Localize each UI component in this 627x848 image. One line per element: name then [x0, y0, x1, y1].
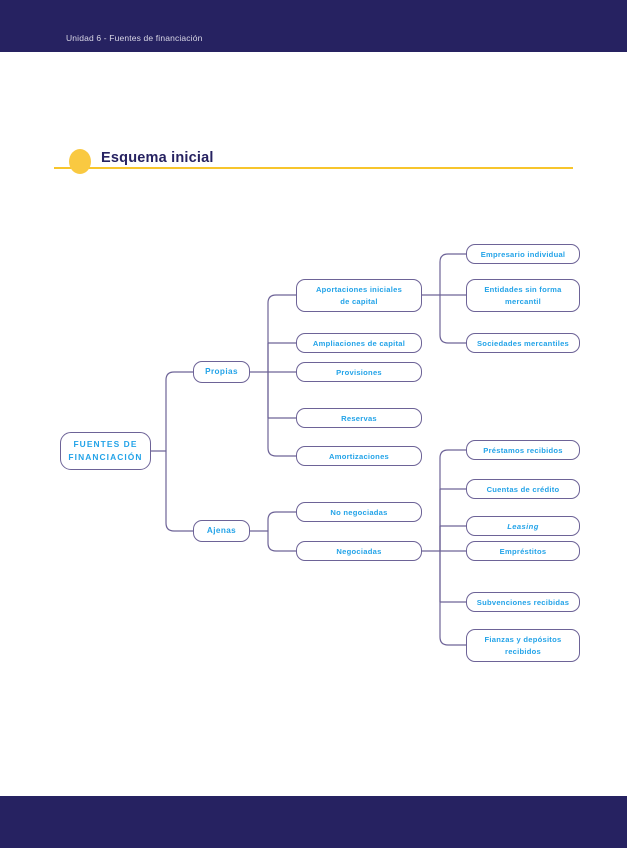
node-label: Cuentas de crédito: [486, 484, 560, 494]
node-subvenciones-recibidas[interactable]: Subvenciones recibidas: [466, 592, 580, 612]
node-label: Empresario individual: [480, 249, 566, 259]
node-empresario-individual[interactable]: Empresario individual: [466, 244, 580, 264]
node-ampliaciones-de-capital[interactable]: Ampliaciones de capital: [296, 333, 422, 353]
node-label: Amortizaciones: [328, 451, 390, 461]
root-label-line2: FINANCIACIÓN: [68, 452, 143, 462]
node-sociedades-mercantiles[interactable]: Sociedades mercantiles: [466, 333, 580, 353]
node-propias[interactable]: Propias: [193, 361, 250, 383]
node-leasing[interactable]: Leasing: [466, 516, 580, 536]
node-label: Provisiones: [336, 367, 382, 377]
node-label: Ampliaciones de capital: [312, 338, 406, 348]
node-label: Subvenciones recibidas: [476, 597, 570, 607]
node-label-line2: de capital: [340, 296, 378, 306]
section-heading: Esquema inicial: [0, 70, 627, 174]
node-label: Negociadas: [336, 546, 382, 556]
node-label-line1: Fianzas y depósitos: [484, 635, 562, 645]
branch-label-propias: Propias: [205, 367, 238, 377]
node-label-line1: Aportaciones iniciales: [315, 285, 403, 295]
node-label-line1: Entidades sin forma: [484, 285, 562, 295]
node-label: Préstamos recibidos: [483, 445, 563, 455]
node-fianzas-y-depositos-recibidos[interactable]: Fianzas y depósitos recibidos: [466, 629, 580, 662]
page-footer-bar: [0, 796, 627, 848]
node-label-line2: mercantil: [504, 296, 541, 306]
node-entidades-sin-forma-mercantil[interactable]: Entidades sin forma mercantil: [466, 279, 580, 312]
node-fuentes-de-financiacion[interactable]: FUENTES DE FINANCIACIÓN: [60, 432, 151, 470]
node-aportaciones-iniciales-de-capital[interactable]: Aportaciones iniciales de capital: [296, 279, 422, 312]
node-amortizaciones[interactable]: Amortizaciones: [296, 446, 422, 466]
heading-divider-rule: [54, 167, 573, 169]
root-label-line1: FUENTES DE: [73, 438, 138, 449]
unit-label: Unidad 6 - Fuentes de financiación: [66, 33, 203, 43]
node-negociadas[interactable]: Negociadas: [296, 541, 422, 561]
node-emprestitos[interactable]: Empréstitos: [466, 541, 580, 561]
page-title: Esquema inicial: [101, 150, 214, 166]
node-label-line2: recibidos: [504, 646, 541, 656]
page-header-bar: Unidad 6 - Fuentes de financiación: [0, 0, 627, 52]
node-cuentas-de-credito[interactable]: Cuentas de crédito: [466, 479, 580, 499]
node-label: Empréstitos: [499, 546, 547, 556]
node-reservas[interactable]: Reservas: [296, 408, 422, 428]
node-prestamos-recibidos[interactable]: Préstamos recibidos: [466, 440, 580, 460]
circle-bullet-icon: [69, 149, 91, 174]
node-provisiones[interactable]: Provisiones: [296, 362, 422, 382]
node-label: Reservas: [341, 413, 377, 423]
node-label: No negociadas: [330, 507, 388, 517]
node-label: Sociedades mercantiles: [476, 338, 570, 348]
branch-label-ajenas: Ajenas: [206, 526, 237, 536]
node-ajenas[interactable]: Ajenas: [193, 520, 250, 542]
node-label: Leasing: [507, 521, 539, 531]
node-no-negociadas[interactable]: No negociadas: [296, 502, 422, 522]
